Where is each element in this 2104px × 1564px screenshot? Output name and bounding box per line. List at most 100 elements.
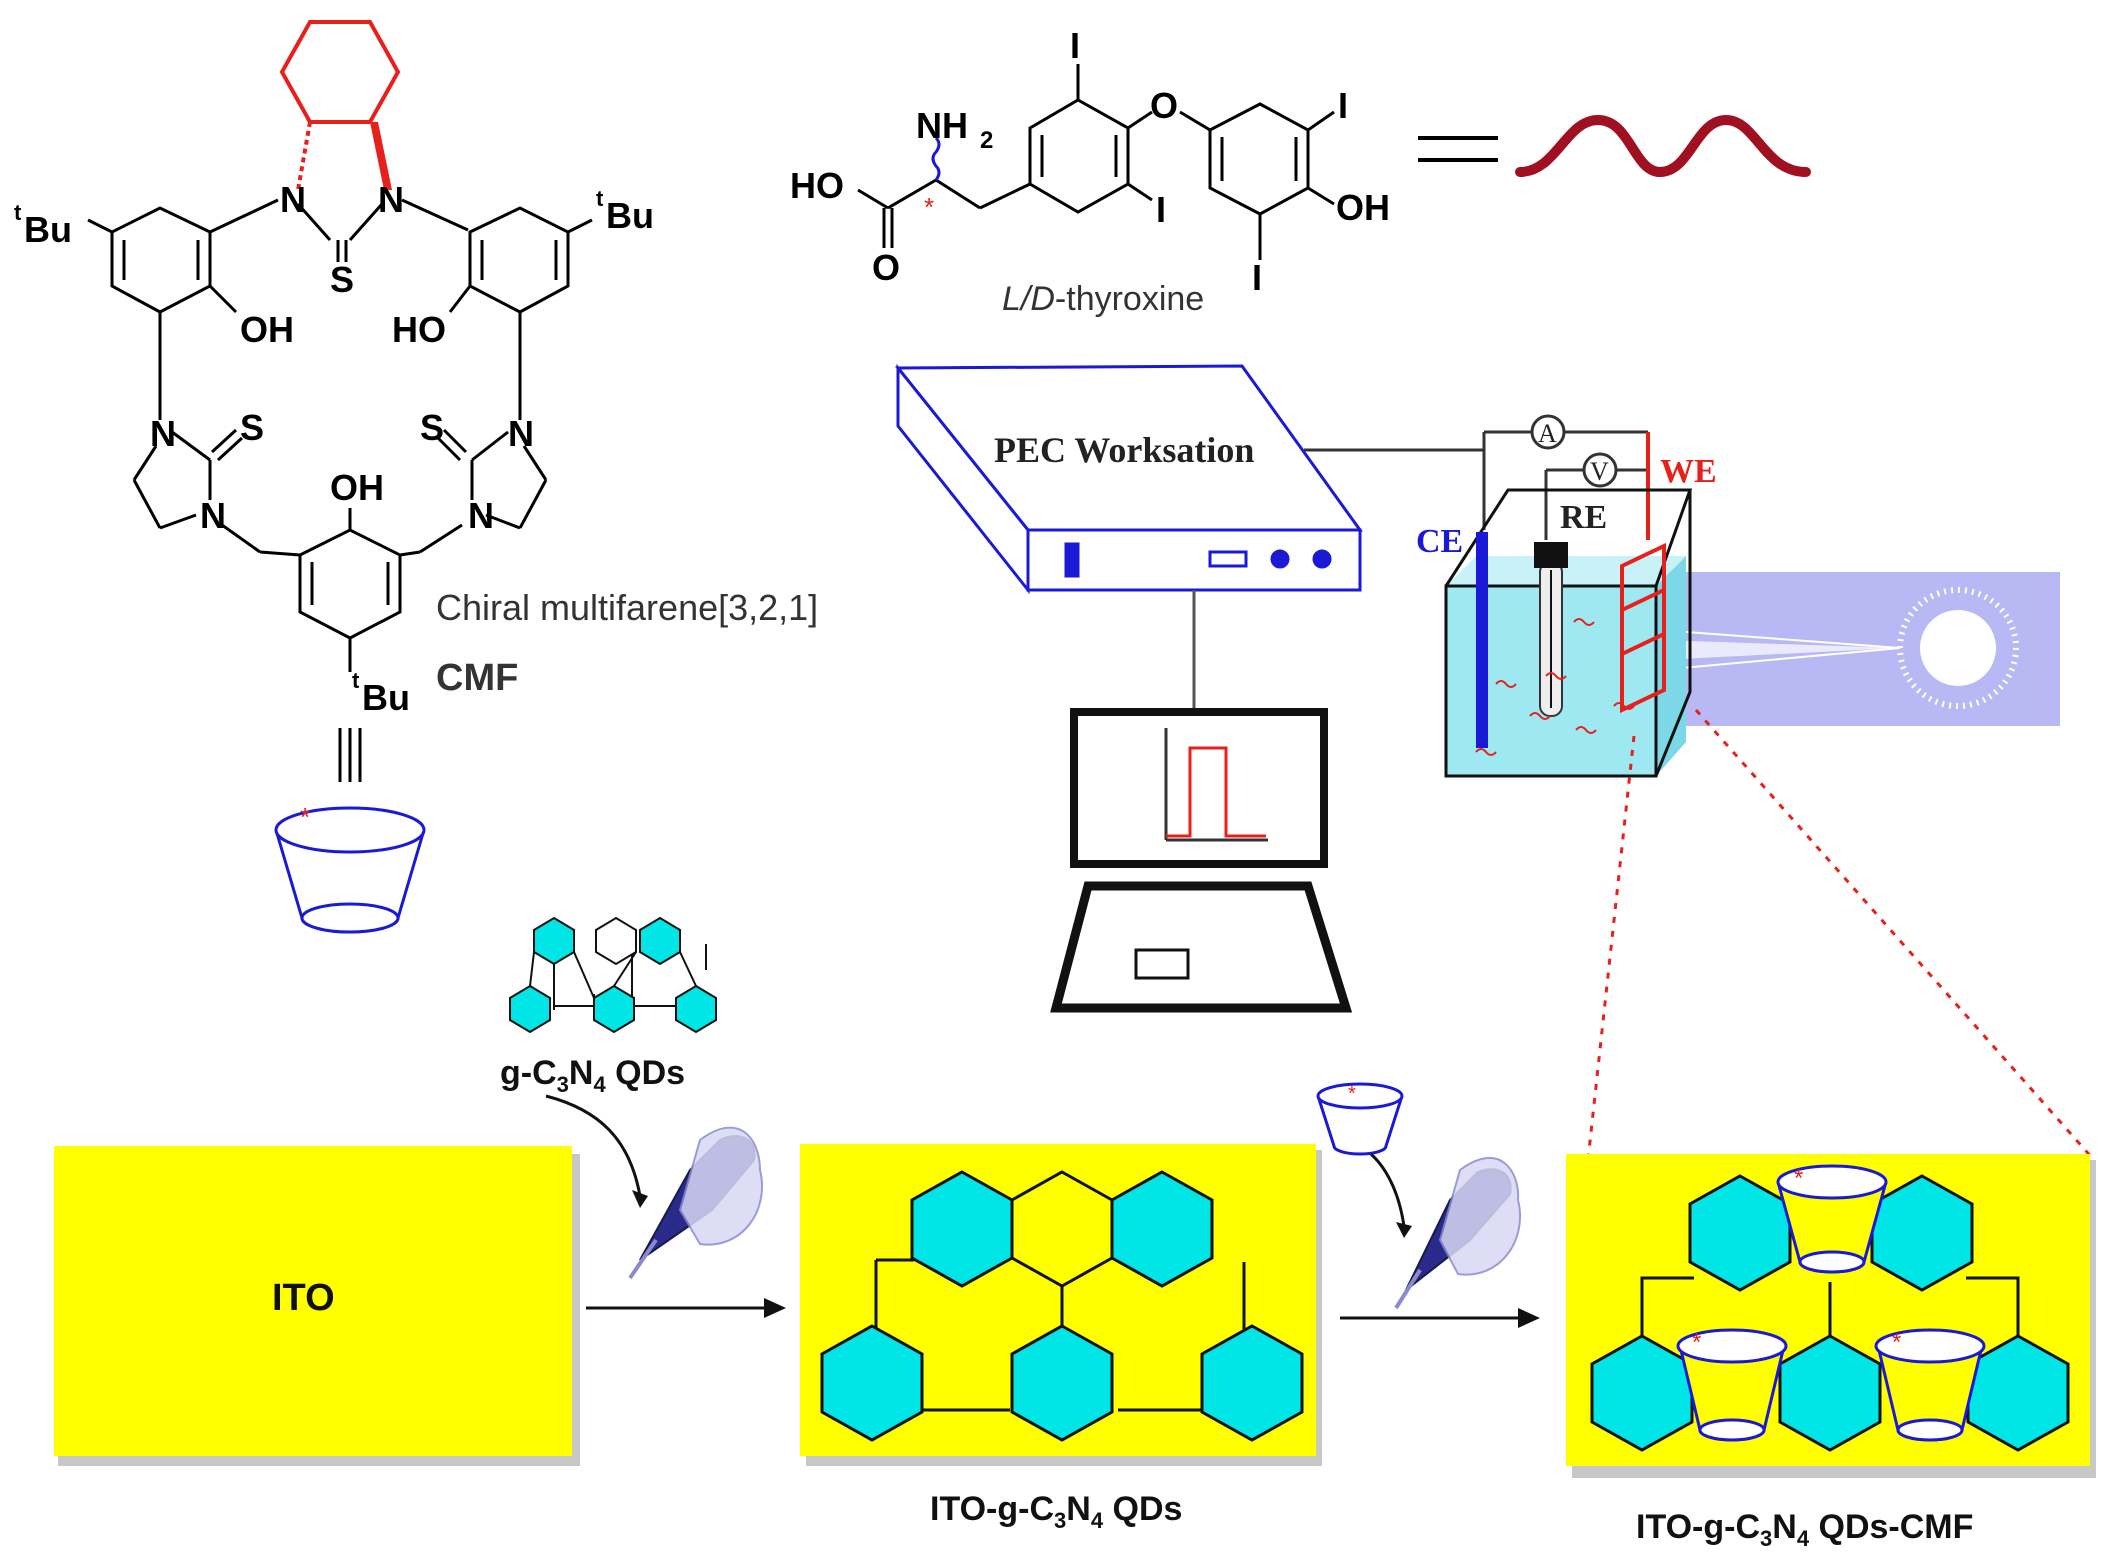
bond	[1179, 110, 1211, 132]
atom-n: N	[200, 495, 226, 536]
atom-i: I	[1070, 25, 1080, 66]
thyroxine-ld: L/D	[1002, 280, 1055, 318]
label-part: ITO-g-C	[1636, 1508, 1760, 1546]
equals-sign	[1418, 136, 1498, 162]
ito-qd-label: ITO-g-C3N4 QDs	[930, 1490, 1182, 1533]
bond	[448, 285, 472, 313]
bond	[401, 198, 469, 232]
label-sub: 4	[1797, 1526, 1810, 1551]
working-electrode	[1620, 542, 1666, 714]
thyroxine-molecules	[1475, 618, 1635, 756]
bond	[171, 430, 211, 462]
label-sub: 4	[1091, 1508, 1104, 1533]
re-label: RE	[1560, 499, 1607, 536]
svg-text:A: A	[1538, 419, 1557, 448]
svg-text:*: *	[1794, 1165, 1803, 1192]
cmf-cup-icon: *	[274, 802, 426, 934]
cmf-cup-top: *	[1776, 1164, 1888, 1274]
svg-text:V: V	[1590, 457, 1609, 486]
arrowhead	[1396, 1222, 1412, 1238]
atom-o: O	[872, 247, 900, 288]
bond	[216, 436, 244, 462]
atom-n: N	[468, 495, 494, 536]
light-source-icon	[1920, 610, 1996, 686]
bond	[419, 523, 463, 554]
tbu-label: Bu	[606, 195, 654, 236]
cmf-cup-bottom-right: *	[1874, 1328, 1986, 1442]
atom-s: S	[240, 407, 264, 448]
electrochemical-cell	[1444, 488, 1693, 778]
ito-electrode-bare	[54, 1146, 572, 1456]
bond	[857, 188, 889, 210]
thyroxine-wave-symbol	[1515, 114, 1811, 178]
dropper-icon-1	[628, 1126, 763, 1280]
dropper-icon-2	[1394, 1156, 1521, 1310]
svg-text:*: *	[300, 802, 310, 832]
wavy-bond	[931, 136, 941, 181]
cmf-structure	[87, 20, 593, 782]
bond	[87, 218, 113, 234]
atom-i: I	[1156, 189, 1166, 230]
label-part: N	[569, 1054, 594, 1092]
thyroxine-labels: I O I I OH I NH 2 HO O	[790, 25, 1390, 298]
hashed-bond	[296, 121, 312, 191]
label-sub: 4	[593, 1072, 606, 1097]
bond	[979, 182, 1031, 210]
tbu-label: Bu	[362, 677, 410, 718]
ito-qd-cmf-label: ITO-g-C3N4 QDs-CMF	[1636, 1508, 1973, 1551]
atom-n: N	[508, 413, 534, 454]
bond	[296, 203, 332, 241]
g-c3n4-qds-label: g-C3N4 QDs	[500, 1054, 685, 1097]
bond	[471, 430, 509, 462]
thyroxine-ring-1	[1028, 98, 1130, 214]
label-sub: 3	[557, 1072, 569, 1097]
bond	[887, 178, 937, 210]
atom-i: I	[1252, 257, 1262, 298]
tbu-superscript: t	[596, 186, 604, 211]
g-c3n4-qds-hexagons	[509, 916, 717, 1034]
wedge-bond	[370, 122, 392, 190]
label-part: N	[1772, 1508, 1797, 1546]
bond	[485, 513, 521, 530]
bond	[518, 479, 548, 529]
atom-n: N	[280, 179, 306, 220]
chiral-star: *	[924, 192, 934, 222]
bond	[1127, 110, 1153, 130]
cmf-label: CMF	[436, 657, 518, 699]
atom-s: S	[420, 407, 444, 448]
label-sub: 3	[1760, 1526, 1772, 1551]
tbu-superscript: t	[14, 200, 22, 225]
thyroxine-suffix: -thyroxine	[1055, 280, 1204, 318]
atom-oh: OH	[1336, 187, 1390, 228]
chiral-multifarene-label: Chiral multifarene[3,2,1]	[436, 587, 818, 628]
atom-nh2: NH	[916, 105, 968, 146]
cmf-atom-labels: N N S OH HO N S N N S N OH t Bu t Bu t B…	[14, 179, 654, 718]
label-part: ITO-g-C	[930, 1490, 1054, 1528]
atom-ho: HO	[790, 165, 844, 206]
right-phenol-ring	[468, 206, 570, 314]
bond	[522, 445, 548, 481]
label-part: QDs	[1103, 1490, 1182, 1528]
pec-workstation	[894, 363, 1363, 595]
cmf-cup-bottom-left: *	[1676, 1328, 1788, 1442]
step-arrow-1	[586, 1298, 786, 1318]
atom-n: N	[378, 179, 404, 220]
bond	[436, 436, 462, 462]
thyroxine-name: L/D-thyroxine	[1002, 280, 1204, 318]
bond	[210, 428, 238, 454]
voltmeter-icon: V	[1582, 452, 1618, 488]
bond	[442, 428, 468, 454]
pec-workstation-label: PEC Worksation	[994, 430, 1254, 470]
atom-oh: OH	[330, 467, 384, 508]
zoom-lines	[1586, 709, 2096, 1161]
label-part: g-C	[500, 1054, 557, 1092]
counter-electrode	[1476, 532, 1488, 748]
bond	[567, 218, 593, 234]
bond	[348, 203, 384, 241]
ce-label: CE	[1416, 523, 1463, 560]
ammeter-icon: A	[1530, 414, 1566, 450]
bond	[1307, 110, 1335, 132]
ito-qd-cmf-hexagons	[1590, 1174, 2070, 1452]
